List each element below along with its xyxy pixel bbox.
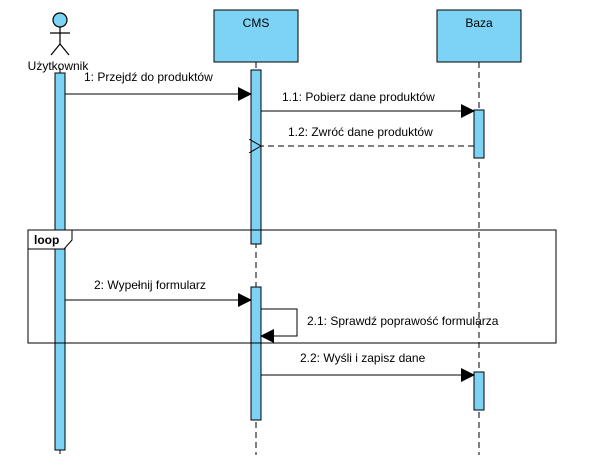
- message-1-1-label: 1.1: Pobierz dane produktów: [282, 90, 435, 104]
- db-header-label: Baza: [465, 16, 493, 30]
- db-activation-bar-2: [473, 371, 485, 411]
- cms-activation-bar-2: [250, 286, 262, 421]
- message-2-label: 2: Wypełnij formularz: [94, 278, 206, 292]
- cms-activation-bar-1: [250, 69, 262, 245]
- actor-user-label: Użytkownik: [28, 59, 90, 73]
- message-2-1-arrow: [260, 308, 298, 343]
- loop-fragment-label: loop: [34, 233, 59, 247]
- message-1-2-label: 1.2: Zwróć dane produktów: [288, 125, 433, 139]
- message-2-1-label: 2.1: Sprawdź poprawość formularza: [307, 314, 499, 328]
- message-1-label: 1: Przejdź do produktów: [84, 70, 213, 84]
- user-activation-bar: [54, 72, 66, 451]
- loop-fragment-frame: [27, 229, 557, 344]
- loop-fragment-tab: [27, 229, 73, 250]
- actor-user-icon: [50, 12, 70, 56]
- message-2-2-label: 2.2: Wyśli i zapisz dane: [300, 351, 426, 365]
- cms-header-label: CMS: [243, 16, 270, 30]
- db-activation-bar-1: [473, 109, 485, 159]
- db-header-box: [436, 9, 522, 63]
- cms-header-box: [213, 9, 299, 63]
